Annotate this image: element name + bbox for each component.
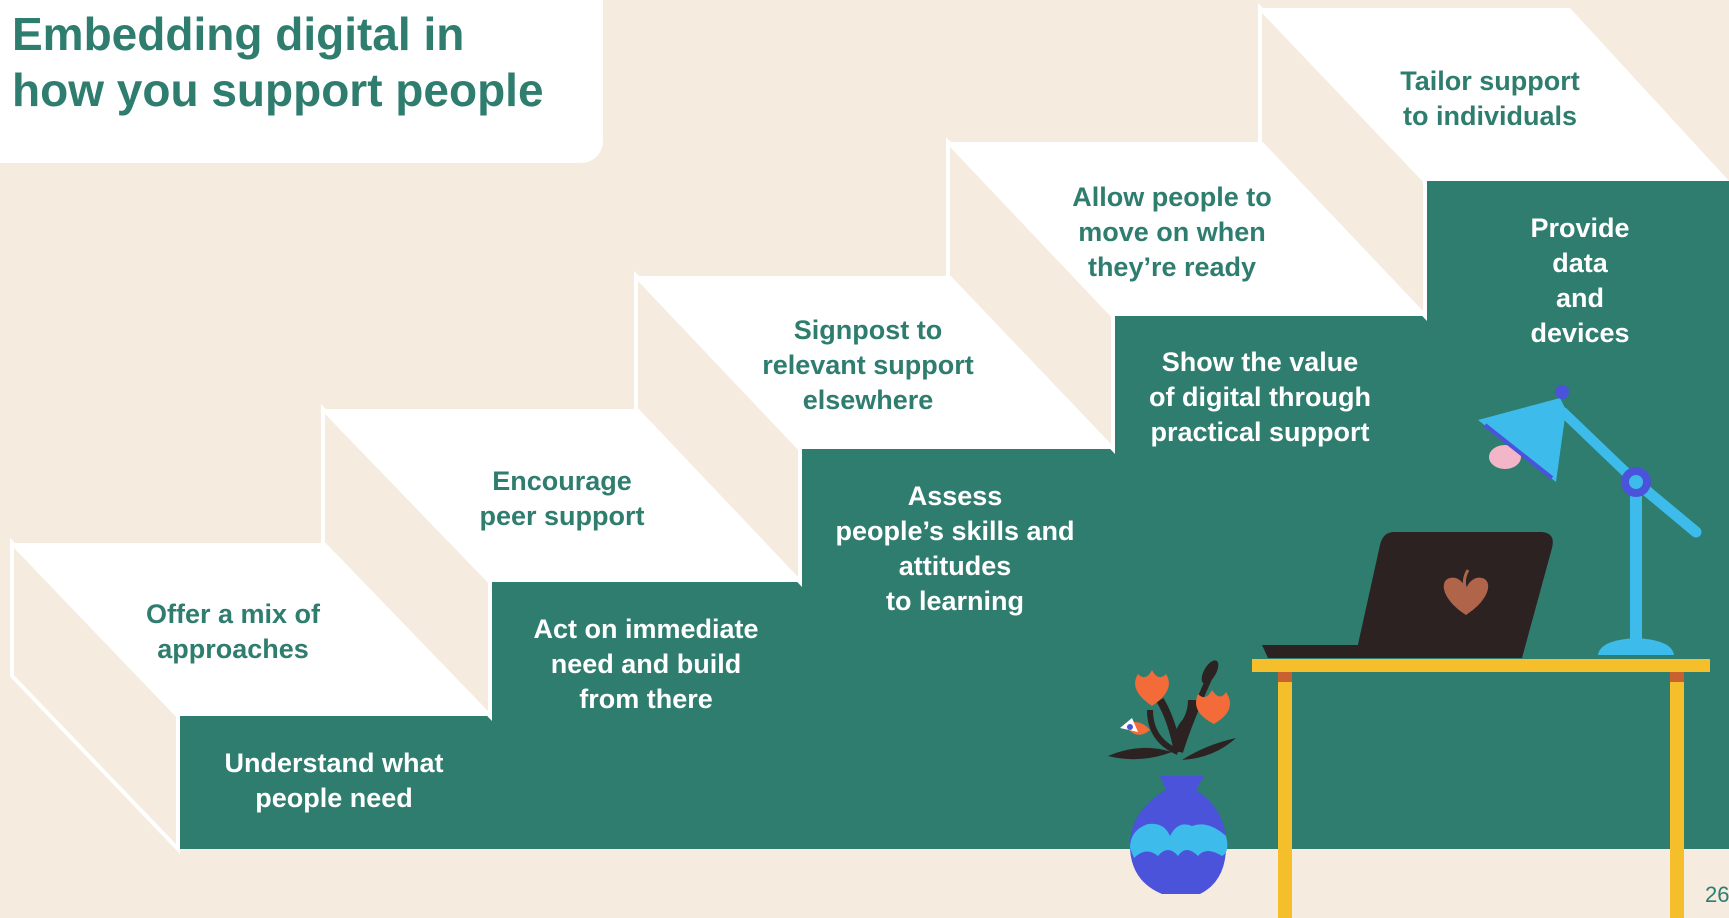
step-1-tread	[12, 543, 490, 716]
step-2-tread	[323, 409, 800, 582]
step-5-tread-label: Tailor support to individuals	[1400, 66, 1580, 131]
title-panel: Embedding digital in how you support peo…	[0, 0, 603, 163]
page-title: Embedding digital in how you support peo…	[12, 8, 544, 116]
step-2-tread-label: Encourage peer support	[479, 466, 645, 531]
laptop-icon	[1262, 532, 1553, 658]
step-3-riser-label: Assess people’s skills and attitudes to …	[835, 481, 1075, 616]
step-4-tread-label: Allow people to move on when they’re rea…	[1072, 182, 1272, 282]
flower-vase-icon	[1108, 660, 1236, 894]
step-1-tread-label: Offer a mix of approaches	[145, 599, 321, 664]
desk-lamp-icon	[1478, 385, 1702, 655]
step-5-riser-label: Provide data and devices	[1530, 213, 1630, 348]
desk	[1252, 659, 1710, 918]
heart-icon	[1443, 577, 1489, 615]
step-4-tread	[948, 142, 1425, 316]
step-5-tread	[1260, 8, 1729, 181]
step-2-riser-label: Act on immediate need and build from the…	[533, 614, 759, 714]
page-number: 26	[1705, 882, 1729, 907]
step-1-riser-label: Understand what people need	[224, 748, 444, 813]
steps-green-risers	[178, 181, 1729, 849]
step-4-riser-label: Show the value of digital through practi…	[1149, 347, 1371, 447]
step-3-side	[634, 270, 802, 588]
step-3-tread	[636, 276, 1113, 449]
step-3-tread-label: Signpost to relevant support elsewhere	[762, 315, 974, 415]
